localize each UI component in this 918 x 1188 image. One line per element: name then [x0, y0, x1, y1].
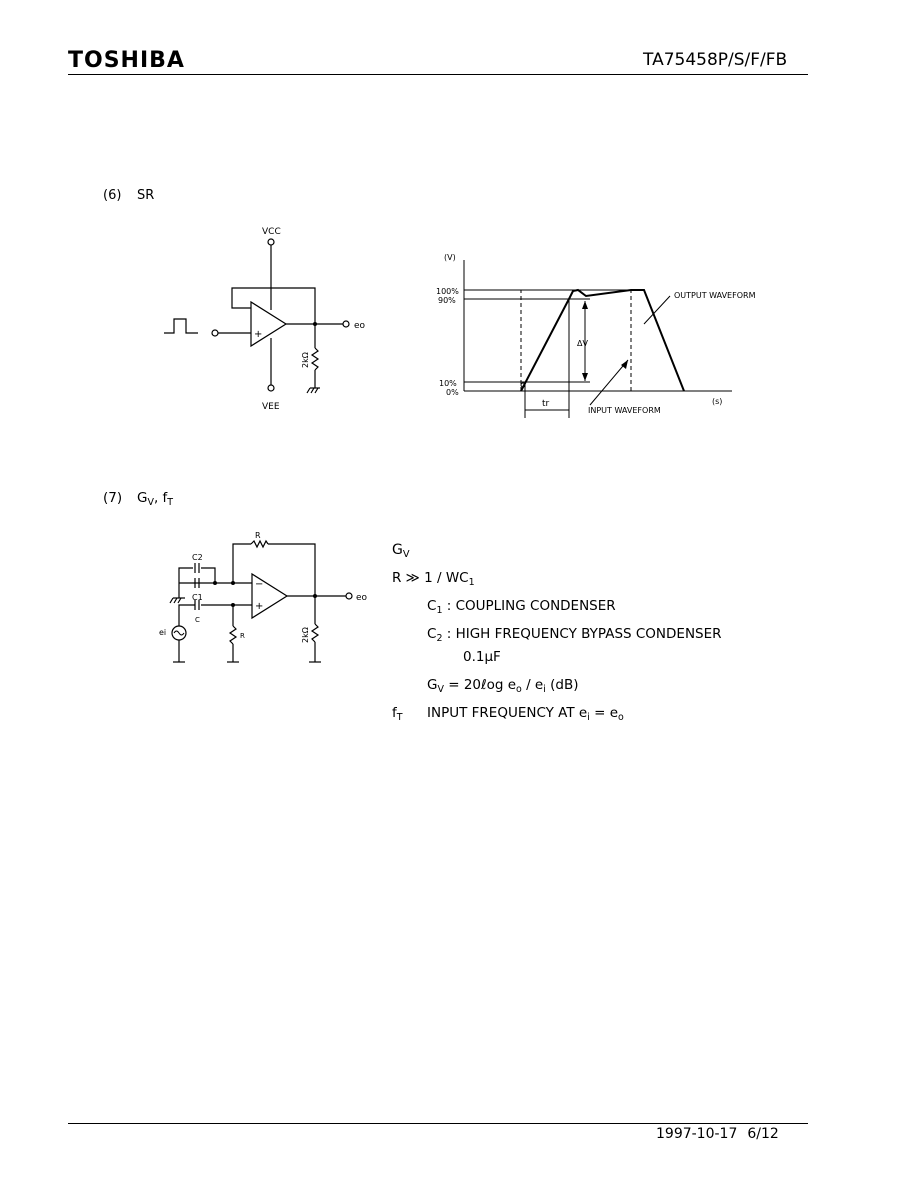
formula-g: G	[427, 677, 438, 693]
input-waveform-label: INPUT WAVEFORM	[588, 406, 661, 415]
footer-page: 6/12	[747, 1126, 779, 1142]
header-rule	[68, 74, 808, 75]
c1-text: : COUPLING CONDENSER	[442, 598, 616, 614]
formula-end: (dB)	[545, 677, 579, 693]
condition-sub: 1	[468, 577, 475, 588]
title-separator: ,	[153, 490, 163, 506]
formula-eq: = 20ℓog e	[443, 677, 517, 693]
gv-heading-sub: V	[402, 549, 410, 560]
c1-description: C1 : COUPLING CONDENSER	[427, 598, 616, 616]
footer: 1997-10-17 6/12	[656, 1126, 789, 1142]
c2-description: C2 : HIGH FREQUENCY BYPASS CONDENSER	[427, 626, 722, 644]
ft-symbol: f	[162, 490, 168, 506]
condition-main: R ≫ 1 / WC	[392, 570, 469, 586]
c1-sub: 1	[436, 605, 443, 616]
y-unit: (V)	[444, 253, 456, 262]
ft-i-sub: i	[587, 712, 590, 723]
footer-date: 1997-10-17	[656, 1126, 738, 1142]
formula-slash: / e	[521, 677, 544, 693]
gv-heading: GV	[392, 543, 410, 560]
c1-label: C1	[192, 593, 203, 602]
output-label: eo	[356, 593, 368, 603]
ft-subscript: T	[167, 497, 174, 508]
plus-terminal: +	[254, 329, 262, 340]
output-label: eo	[354, 321, 366, 331]
ft-description: INPUT FREQUENCY AT ei = eo	[427, 705, 624, 723]
sr-waveform-diagram: (V) (s) 100% 90% 10% 0% ΔV tr OUTPUT WAV…	[436, 253, 756, 418]
vcc-label: VCC	[262, 227, 281, 237]
ft-symbol-line: fT	[392, 705, 403, 723]
vee-label: VEE	[262, 402, 280, 412]
footer-rule	[68, 1123, 808, 1124]
level-100: 100%	[436, 287, 459, 296]
gv-subscript: V	[147, 497, 154, 508]
gv-formula: GV = 20ℓog eo / ei (dB)	[427, 677, 579, 695]
sr-test-circuit: VCC VEE eo + 2kΩ	[164, 227, 366, 412]
minus-terminal: −	[255, 579, 263, 590]
feedback-r-label: R	[255, 531, 261, 540]
gv-test-circuit: R C2 C1 C ei R 2kΩ eo − +	[159, 531, 368, 663]
rise-time-label: tr	[542, 399, 550, 409]
ft-main: f	[392, 705, 397, 721]
section-title: SR	[137, 188, 155, 203]
c1-symbol: C	[427, 598, 437, 614]
toshiba-logo: TOSHIBA	[68, 48, 185, 73]
gv-condition: R ≫ 1 / WC1	[392, 570, 475, 588]
r-bottom-label: R	[240, 632, 245, 640]
x-unit: (s)	[712, 397, 722, 406]
c2-label: C2	[192, 553, 203, 562]
part-number: TA75458P/S/F/FB	[643, 50, 788, 70]
level-0: 0%	[446, 388, 459, 397]
ft-text: INPUT FREQUENCY AT e	[427, 705, 588, 721]
c2-value: 0.1μF	[463, 649, 501, 665]
delta-v-label: ΔV	[577, 339, 588, 348]
resistor-2k-label: 2kΩ	[301, 627, 310, 643]
section-number: (7)	[103, 490, 123, 506]
formula-g-sub: V	[437, 684, 444, 695]
section-number: (6)	[103, 188, 122, 203]
formula-o-sub: o	[516, 684, 522, 695]
formula-i-sub: i	[543, 684, 546, 695]
c2-text: : HIGH FREQUENCY BYPASS CONDENSER	[442, 626, 722, 642]
ei-label: ei	[159, 628, 166, 637]
c2-sub: 2	[436, 633, 443, 644]
level-10: 10%	[439, 379, 457, 388]
level-90: 90%	[438, 296, 456, 305]
section-sr-title: (6) SR	[103, 188, 154, 203]
c-label: C	[195, 616, 200, 624]
c2-symbol: C	[427, 626, 437, 642]
section-gv-title: (7) GV, fT	[103, 490, 173, 508]
ft-o-sub: o	[618, 712, 624, 723]
gv-symbol: G	[137, 490, 148, 506]
ft-eq: = e	[589, 705, 619, 721]
output-waveform-label: OUTPUT WAVEFORM	[674, 291, 756, 300]
plus-terminal: +	[255, 601, 263, 612]
ft-sub: T	[396, 712, 403, 723]
resistor-label: 2kΩ	[301, 352, 310, 368]
gv-heading-main: G	[392, 542, 403, 558]
